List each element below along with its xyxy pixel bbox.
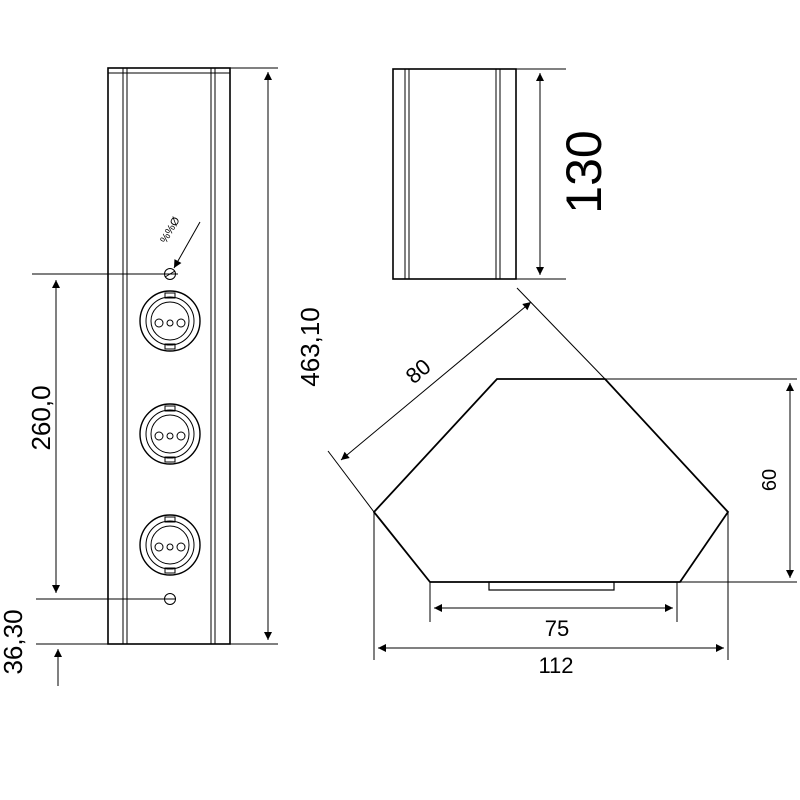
note-label: %%Ø <box>158 215 183 246</box>
top-view-labels: 80 60 75 112 <box>401 354 781 678</box>
dim-line-diagonal <box>340 301 532 461</box>
inner-width-label: 75 <box>545 616 569 641</box>
top-view <box>327 287 797 660</box>
top-base-tab <box>488 581 615 591</box>
depth-label: 60 <box>759 469 781 491</box>
bottom-offset-label: 36,30 <box>0 609 28 674</box>
diagonal-label: 80 <box>401 354 436 389</box>
diag-ext-right <box>516 287 606 380</box>
note-leader <box>173 221 201 269</box>
spacing-label: 260,0 <box>26 385 56 450</box>
front-body-outline <box>107 67 231 645</box>
socket-1 <box>139 290 201 352</box>
diag-ext-left <box>327 450 375 513</box>
side-body-outline <box>392 68 517 280</box>
height-label: 463,10 <box>295 307 325 387</box>
side-view <box>392 68 566 280</box>
total-width-label: 112 <box>538 653 573 678</box>
front-view-labels: %%Ø 260,0 463,10 36,30 <box>0 215 325 675</box>
socket-2 <box>139 403 201 465</box>
front-view <box>32 67 278 686</box>
socket-3 <box>139 514 201 576</box>
top-profile-outline <box>372 378 730 583</box>
side-height-label: 130 <box>556 130 612 213</box>
